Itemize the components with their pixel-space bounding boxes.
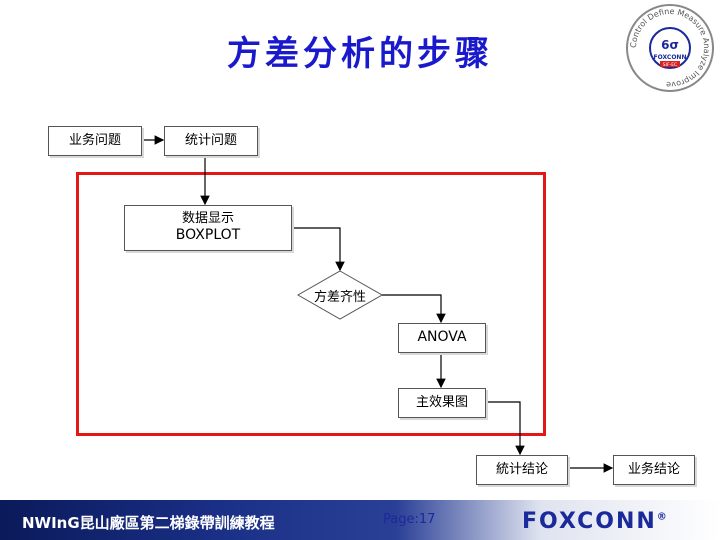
footer-bar: NWInG昆山廠區第二梯錄帶訓練教程 Page:17 FOXCONN® — [0, 500, 720, 540]
business-problem-box: 业务问题 — [48, 126, 142, 156]
footer-course-title: NWInG昆山廠區第二梯錄帶訓練教程 — [22, 514, 275, 532]
foxconn-logo: FOXCONN® — [522, 509, 669, 534]
foxconn-logo-text: FOXCONN — [522, 509, 657, 534]
stat-problem-label: 统计问题 — [184, 132, 237, 148]
data-display-label: 数据显示 — [181, 211, 234, 227]
page-title: 方差分析的步骤 — [227, 34, 493, 74]
logo-sub: SIF-EC — [663, 62, 677, 68]
stat-conclusion-label: 統计结论 — [495, 461, 548, 477]
data-display-box: 数据显示 BOXPLOT — [124, 205, 292, 251]
business-problem-label: 业务问题 — [68, 132, 121, 148]
arrow-effects-to-conclusion — [486, 401, 525, 456]
page-number: Page:17 — [383, 512, 436, 527]
logo-brand: FOXCONN — [654, 54, 687, 61]
registered-mark: ® — [656, 511, 669, 523]
business-conclusion-label: 业务结论 — [627, 461, 680, 477]
arrow-variance-to-anova — [382, 294, 446, 324]
analysis-frame — [76, 172, 546, 436]
boxplot-label: BOXPLOT — [175, 227, 241, 244]
six-sigma-logo: Control Define Measure Analyze Improve 6… — [626, 4, 714, 92]
stat-problem-box: 统计问题 — [164, 126, 258, 156]
equal-variance-diamond — [296, 270, 384, 320]
stat-conclusion-box: 統计结论 — [476, 455, 568, 485]
main-effects-label: 主效果图 — [415, 394, 468, 410]
arrow-display-to-variance — [290, 227, 345, 272]
logo-center: 6σ — [661, 38, 679, 52]
equal-variance-label: 方差齐性 — [313, 290, 366, 305]
anova-box: ANOVA — [398, 323, 486, 353]
anova-label: ANOVA — [417, 329, 467, 346]
main-effects-box: 主效果图 — [398, 388, 486, 418]
business-conclusion-box: 业务结论 — [613, 455, 695, 485]
